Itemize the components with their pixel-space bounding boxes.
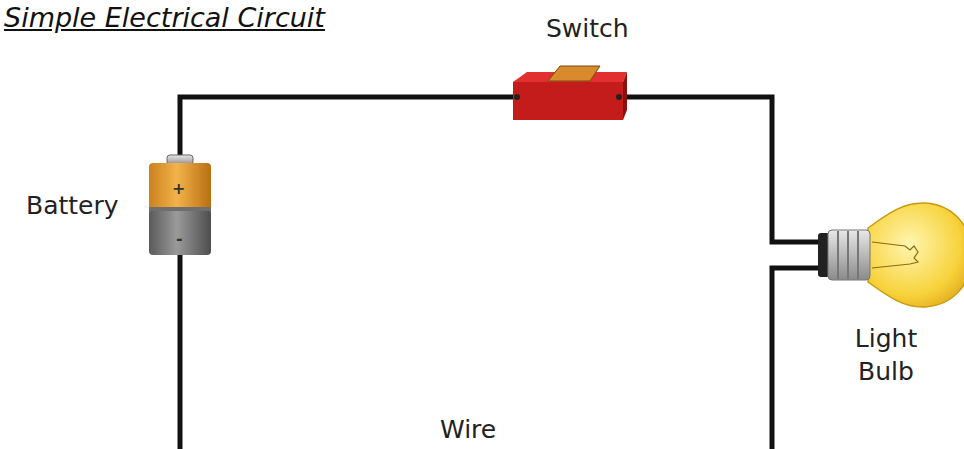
switch-symbol xyxy=(513,66,627,120)
wire xyxy=(180,97,822,449)
terminal-sign: + xyxy=(172,179,185,198)
diagram-title: Simple Electrical Circuit xyxy=(4,2,325,33)
part-label: Battery xyxy=(26,191,119,220)
part-label: Wire xyxy=(437,415,499,444)
part-label: Light Bulb xyxy=(841,323,931,388)
light-bulb-symbol xyxy=(818,203,964,307)
terminal-sign: - xyxy=(176,229,183,248)
battery-symbol xyxy=(149,155,211,255)
part-label: Switch xyxy=(546,14,629,43)
